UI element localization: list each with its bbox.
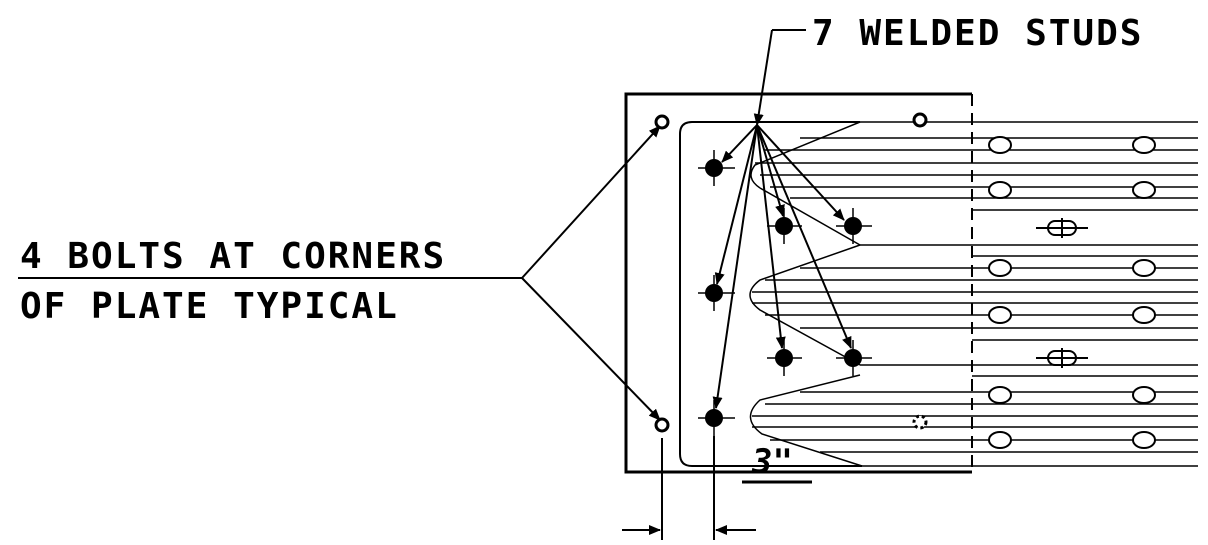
- bolts-label-line1: 4 BOLTS AT CORNERS: [20, 236, 446, 277]
- dimension-label: 3": [751, 442, 793, 482]
- studs-label: 7 WELDED STUDS: [812, 13, 1143, 54]
- studs-leader: [712, 29, 852, 409]
- bar-lines: [749, 121, 1198, 467]
- splice-slots: [1036, 218, 1088, 368]
- bolts-label-line2: OF PLATE TYPICAL: [20, 286, 399, 327]
- base-plate: [624, 92, 973, 474]
- welded-studs: [698, 150, 872, 436]
- dimension-lines: [622, 436, 812, 540]
- bar-slot-holes: [988, 136, 1156, 449]
- bolts-leader: [18, 125, 661, 421]
- corner-bolts: [654, 112, 928, 433]
